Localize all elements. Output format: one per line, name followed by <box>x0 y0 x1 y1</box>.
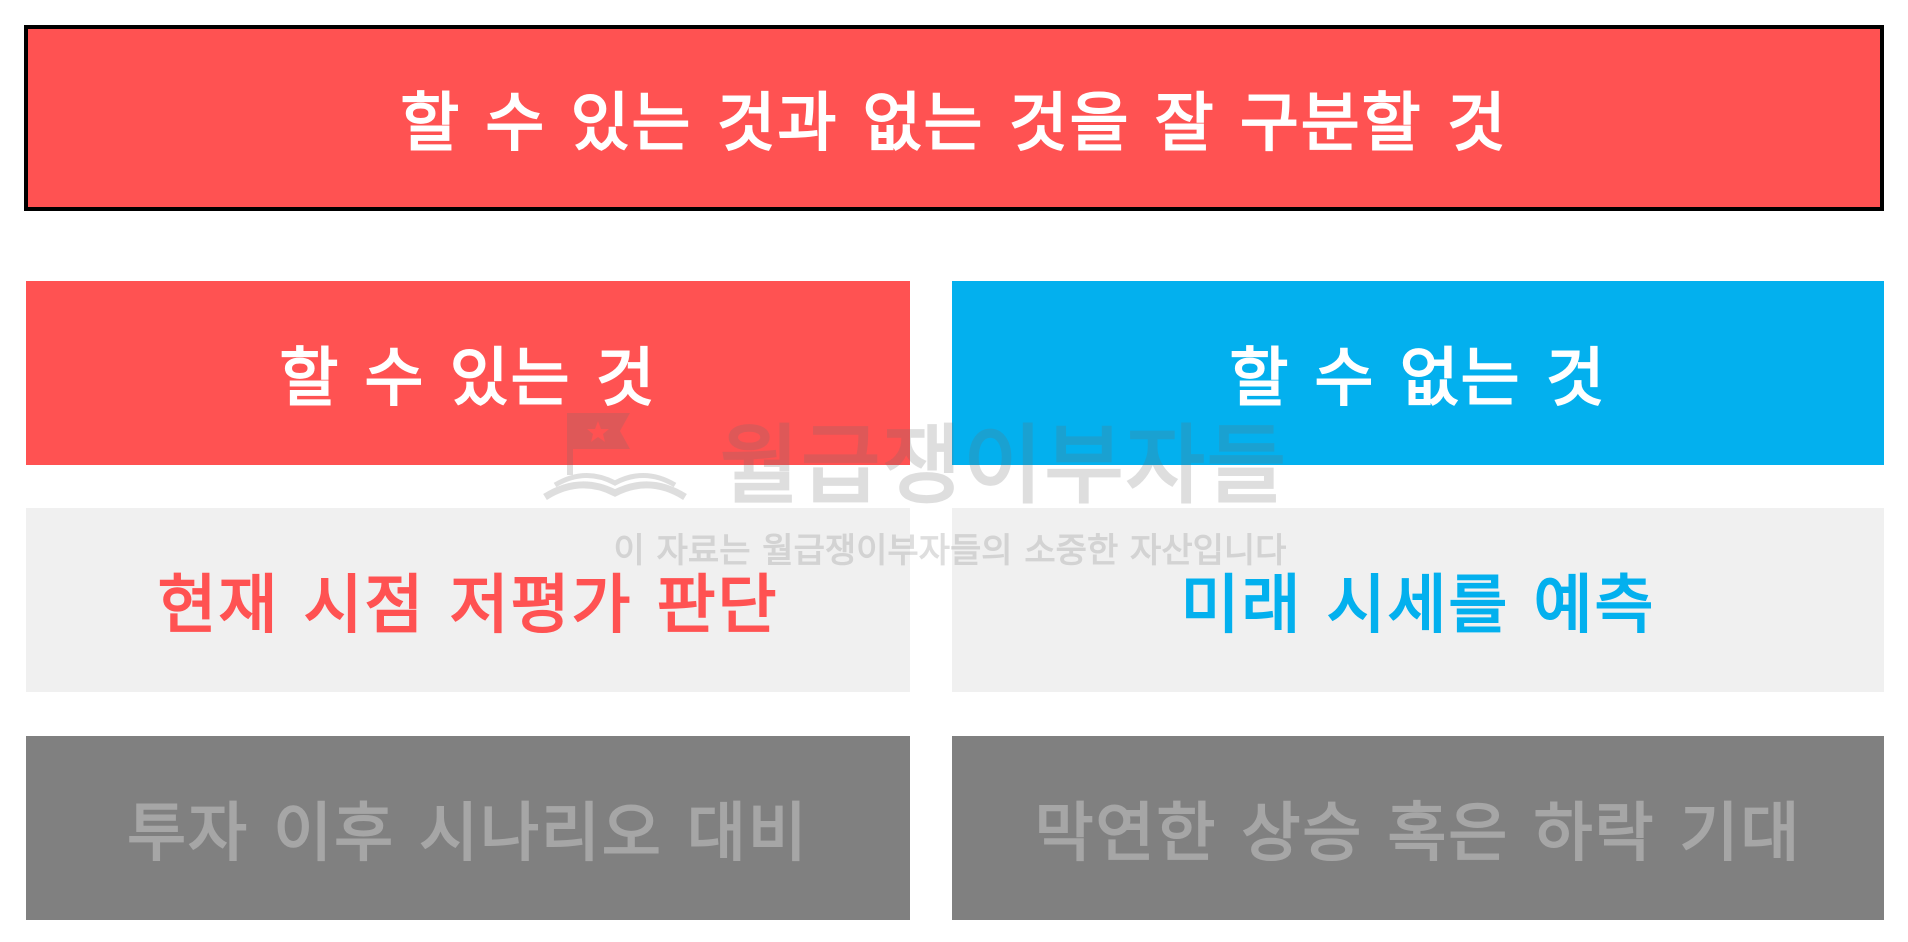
title-text: 할 수 있는 것과 없는 것을 잘 구분할 것 <box>400 87 1508 161</box>
can-do-item-2: 투자 이후 시나리오 대비 <box>26 736 910 920</box>
title-banner: 할 수 있는 것과 없는 것을 잘 구분할 것 <box>24 25 1884 211</box>
can-do-item-2-text: 투자 이후 시나리오 대비 <box>127 797 809 871</box>
cannot-do-item-1: 미래 시세를 예측 <box>952 508 1884 692</box>
cannot-do-item-2-text: 막연한 상승 혹은 하락 기대 <box>1034 797 1802 871</box>
cannot-do-header-text: 할 수 없는 것 <box>1229 342 1607 416</box>
can-do-header: 할 수 있는 것 <box>26 281 910 465</box>
can-do-item-1-text: 현재 시점 저평가 판단 <box>157 569 779 643</box>
cannot-do-item-1-text: 미래 시세를 예측 <box>1180 569 1656 643</box>
cannot-do-header: 할 수 없는 것 <box>952 281 1884 465</box>
can-do-header-text: 할 수 있는 것 <box>279 342 657 416</box>
can-do-item-1: 현재 시점 저평가 판단 <box>26 508 910 692</box>
cannot-do-item-2: 막연한 상승 혹은 하락 기대 <box>952 736 1884 920</box>
